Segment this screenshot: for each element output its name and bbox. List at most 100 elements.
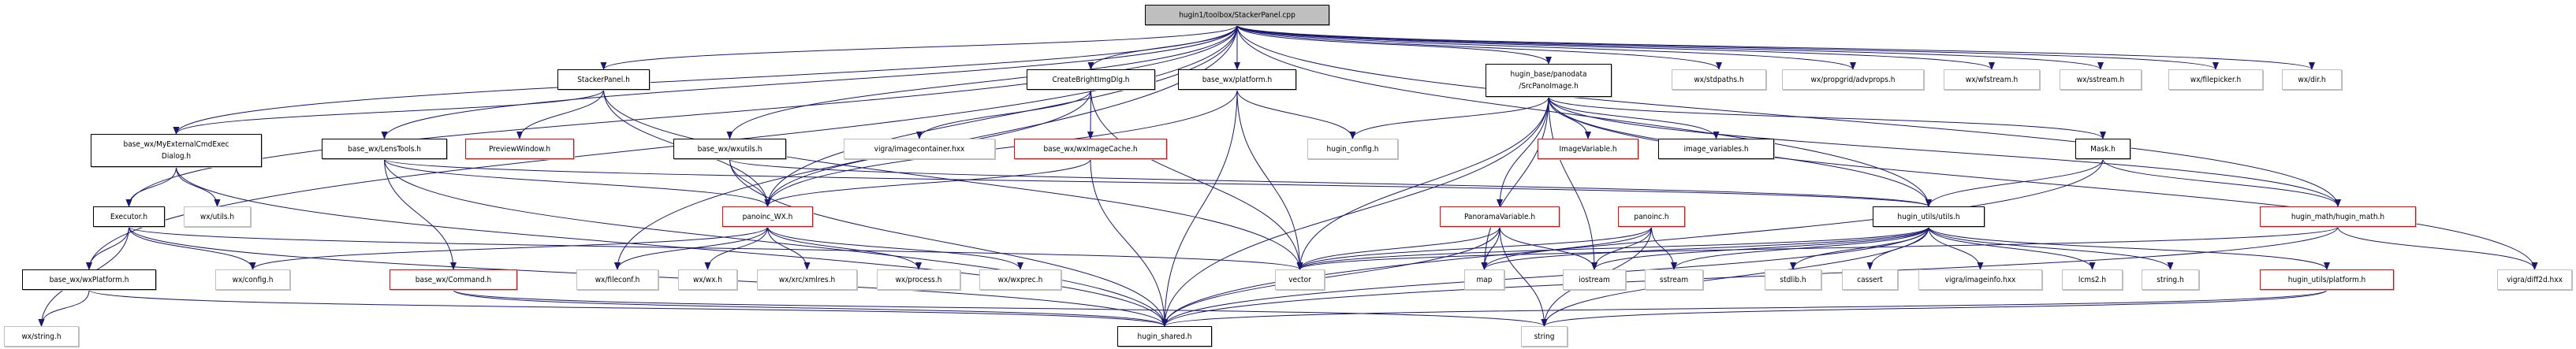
edge-srcpanoimage-to-hugin_config (1349, 96, 1549, 139)
edge-wx_platform-to-vector (1236, 89, 1303, 270)
edge-panoinc-to-sstream (1651, 226, 1677, 270)
node-string: string (1521, 326, 1568, 347)
node-wxplatform[interactable]: base_wx/wxPlatform.h (22, 269, 156, 290)
node-sstream: sstream (1645, 269, 1703, 290)
node-wx-wfstream: wx/wfstream.h (1944, 69, 2040, 90)
node-wx-platform[interactable]: base_wx/platform.h (1178, 69, 1296, 90)
node-wx-utils: wx/utils.h (184, 206, 251, 227)
edge-srcpanoimage-to-vector (1296, 96, 1549, 270)
edge-panoinc-to-vector (1296, 226, 1652, 270)
edge-utils-to-utils_platform (1928, 226, 2330, 270)
node-wx-fileconf: wx/fileconf.h (576, 269, 658, 290)
node-stackerpanel-h[interactable]: StackerPanel.h (557, 69, 650, 90)
edge-lenstools-to-panoinc_wx (384, 158, 771, 207)
node-srcpanoimage[interactable]: hugin_base/panodata /SrcPanoImage.h (1486, 64, 1612, 97)
edge-wximagecache-to-panoinc_wx (764, 158, 1091, 207)
node-diff2d: vigra/diff2d.hxx (2497, 269, 2572, 290)
node-cassert: cassert (1842, 269, 1898, 290)
node-panoinc-wx[interactable]: panoinc_WX.h (722, 206, 813, 227)
edge-lenstools-to-utils (384, 158, 1932, 207)
node-wx-stdpaths: wx/stdpaths.h (1672, 69, 1766, 90)
edge-command-to-hugin_shared (453, 289, 1168, 327)
edge-root-to-srcpanoimage (1236, 24, 1552, 65)
edge-createbright-to-wximagecache (1087, 89, 1094, 139)
edge-utils_platform-to-hugin_shared (1161, 289, 2328, 327)
edge-wxutils-to-hugin_shared (729, 158, 1168, 327)
edge-executor-to-wx_config (129, 226, 256, 270)
node-utils-platform[interactable]: hugin_utils/platform.h (2260, 269, 2394, 290)
edge-srcpanoimage-to-hugin_math (1548, 96, 2341, 207)
edge-utils-to-imageinfo (1928, 226, 1984, 270)
edge-panoinc_wx-to-wx_wx (704, 226, 768, 270)
node-wximagecache[interactable]: base_wx/wxImageCache.h (1014, 139, 1167, 159)
edge-root-to-wx_dir (1236, 24, 2315, 70)
edge-root-to-wxutils (726, 24, 1238, 139)
edge-wxutils-to-utils (729, 158, 1932, 207)
edge-utils-to-stdlib (1790, 226, 1929, 270)
node-panoramavariable[interactable]: PanoramaVariable.h (1440, 206, 1560, 227)
node-wx-dir: wx/dir.h (2282, 69, 2342, 90)
edge-srcpanoimage-to-hugin_shared (1161, 96, 1549, 327)
edge-panoramavariable-to-hugin_shared (1161, 226, 1500, 327)
edge-command-to-string (453, 289, 1548, 327)
node-hugin-shared[interactable]: hugin_shared.h (1117, 326, 1212, 347)
node-hugin-math[interactable]: hugin_math/hugin_math.h (2260, 206, 2416, 227)
edge-utils-to-string (1541, 226, 1929, 327)
edge-srcpanoimage-to-image_variables (1548, 96, 1720, 139)
node-string-h: string.h (2142, 269, 2199, 290)
edge-srcpanoimage-to-mask (1548, 96, 2106, 139)
edge-hugin_math-to-vector (1296, 226, 2339, 270)
node-lcms2: lcms2.h (2062, 269, 2123, 290)
edge-stackerpanel_h-to-myextcmd (173, 89, 604, 135)
edge-utils-to-vector (1296, 226, 1929, 270)
edge-mask-to-hugin_math (2102, 158, 2341, 207)
node-wx-wxprec: wx/wxprec.h (979, 269, 1061, 290)
node-executor[interactable]: Executor.h (93, 206, 165, 227)
node-mask[interactable]: Mask.h (2075, 139, 2131, 159)
edge-root-to-wx_stdpaths (1236, 24, 1722, 70)
node-imageinfo: vigra/imageinfo.hxx (1918, 269, 2042, 290)
edge-createbright-to-imagecontainer (916, 89, 1091, 139)
edge-root-to-myextcmd (173, 24, 1238, 135)
edge-wximagecache-to-hugin_shared (1090, 158, 1168, 327)
node-stdlib: stdlib.h (1765, 269, 1821, 290)
node-wx-config: wx/config.h (215, 269, 290, 290)
node-myextcmd[interactable]: base_wx/MyExternalCmdExec Dialog.h (91, 134, 262, 167)
node-wx-filepicker: wx/filepicker.h (2168, 69, 2263, 90)
node-wx-process: wx/process.h (877, 269, 960, 290)
node-wx-advprops: wx/propgrid/advprops.h (1782, 69, 1924, 90)
node-image-variables[interactable]: image_variables.h (1658, 139, 1774, 159)
node-wxutils[interactable]: base_wx/wxutils.h (673, 139, 786, 159)
edge-myextcmd-to-executor (125, 166, 177, 207)
edge-utils-to-map (1481, 226, 1929, 270)
edge-wxplatform-to-wx_string (38, 289, 90, 327)
edge-root-to-hugin_math (1236, 24, 2341, 207)
edge-panoinc_wx-to-wx_fileconf (614, 226, 768, 270)
node-panoinc[interactable]: panoinc.h (1618, 206, 1685, 227)
edge-root-to-wx_advprops (1236, 24, 1856, 70)
edge-panoinc_wx-to-wx_wxprec (767, 226, 1023, 270)
edge-executor-to-wxplatform (86, 226, 129, 270)
edge-panoinc-to-map (1481, 226, 1652, 270)
edge-root-to-stackerpanel_h (600, 24, 1238, 70)
node-lenstools[interactable]: base_wx/LensTools.h (322, 139, 447, 159)
edge-panoramavariable-to-iostream (1499, 226, 1597, 270)
edge-wx_platform-to-hugin_shared (1161, 89, 1238, 327)
edge-hugin_math-to-diff2d (2337, 226, 2538, 270)
node-previewwindow[interactable]: PreviewWindow.h (465, 139, 574, 159)
node-createbright[interactable]: CreateBrightImgDlg.h (1027, 69, 1155, 90)
node-utils[interactable]: hugin_utils/utils.h (1873, 206, 1985, 227)
edge-root-to-wx_sstream (1236, 24, 2104, 70)
node-command[interactable]: base_wx/Command.h (390, 269, 517, 290)
node-imagevariable[interactable]: ImageVariable.h (1538, 139, 1638, 159)
edge-mask-to-hugin_shared (1161, 158, 2104, 327)
edge-utils-to-lcms2 (1928, 226, 2096, 270)
node-wx-wx: wx/wx.h (678, 269, 737, 290)
node-iostream: iostream (1563, 269, 1626, 290)
node-imagecontainer: vigra/imagecontainer.hxx (844, 139, 995, 159)
edge-hugin_math-to-hugin_shared (1161, 226, 2339, 327)
node-root[interactable]: hugin1/toolbox/StackerPanel.cpp (1145, 5, 1329, 25)
node-vector: vector (1275, 269, 1325, 290)
edge-createbright-to-vector (1090, 89, 1303, 270)
edge-root-to-lenstools (381, 24, 1238, 139)
